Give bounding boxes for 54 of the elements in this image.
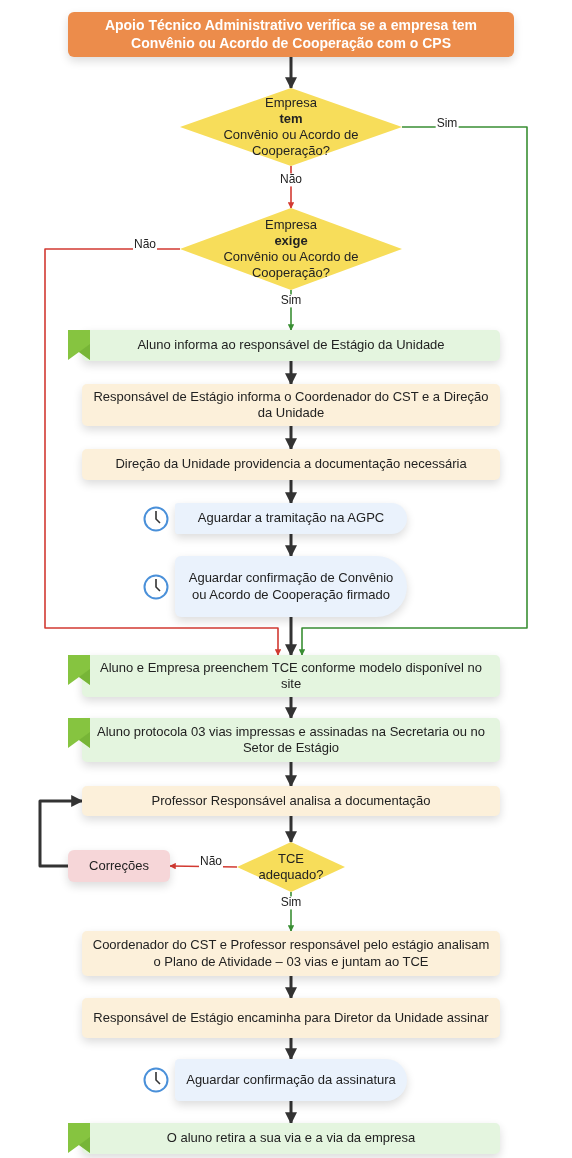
node-text: Coordenador do CST e Professor responsável pelo estágio analisam o Plano de Atividade – 03 vias e juntam ao TCE bbox=[92, 937, 490, 970]
node-text: Aguardar confirmação de Convênio ou Acordo de Cooperação firmado bbox=[187, 570, 395, 603]
edge-label: Não bbox=[133, 238, 157, 252]
arrow bbox=[285, 1101, 297, 1125]
correction-box bbox=[68, 850, 170, 882]
node-text: Correções bbox=[89, 857, 149, 875]
node-text: Responsável de Estágio informa o Coordenador do CST e a Direção da Unidade bbox=[92, 388, 490, 422]
node-text: Aguardar confirmação da assinatura bbox=[186, 1071, 396, 1089]
arrow bbox=[285, 361, 297, 386]
node-text: Aluno informa ao responsável de Estágio da Unidade bbox=[137, 337, 445, 354]
edge-label: Não bbox=[279, 173, 303, 187]
node-text: Empresa bbox=[265, 216, 317, 233]
arrow bbox=[285, 1038, 297, 1061]
node-text: Aguardar a tramitação na AGPC bbox=[197, 510, 385, 527]
arrow bbox=[285, 617, 297, 657]
header-box bbox=[68, 12, 514, 57]
arrow bbox=[285, 762, 297, 788]
arrow bbox=[287, 289, 295, 331]
node-text: Professor Responsável analisa a documentação bbox=[151, 792, 431, 810]
decision-diamond bbox=[237, 842, 345, 892]
decision-diamond bbox=[180, 208, 402, 290]
edge-label: Sim bbox=[435, 117, 459, 131]
node-text: Apoio Técnico Administrativo verifica se a empresa tem Convênio ou Acordo de Cooperação com o CPS bbox=[103, 17, 479, 52]
process-box bbox=[82, 449, 500, 480]
node-text: Aluno e Empresa preenchem TCE conforme modelo disponível no site bbox=[99, 659, 483, 693]
node-text: exige bbox=[274, 232, 308, 249]
process-box bbox=[82, 384, 500, 426]
node-text: tem bbox=[279, 110, 303, 127]
arrow bbox=[285, 534, 297, 558]
arrow bbox=[298, 126, 528, 656]
node-text: Empresa bbox=[265, 94, 317, 111]
node-text: Direção da Unidade providencia a documentação necessária bbox=[115, 456, 467, 473]
node-text: Aluno protocola 03 vias impressas e assinadas na Secretaria ou no Setor de Estágio bbox=[95, 723, 487, 757]
node-text: TCE adequado? bbox=[257, 850, 325, 884]
process-box bbox=[82, 998, 500, 1038]
arrow bbox=[285, 697, 297, 720]
arrow bbox=[285, 480, 297, 505]
process-box bbox=[82, 786, 500, 816]
process-box bbox=[82, 931, 500, 976]
arrow bbox=[285, 426, 297, 451]
arrow bbox=[287, 891, 295, 932]
arrow bbox=[285, 57, 297, 90]
node-text: O aluno retira a sua via e a via da empresa bbox=[166, 1130, 416, 1147]
arrow bbox=[285, 816, 297, 844]
node-text: Responsável de Estágio encaminha para Diretor da Unidade assinar bbox=[93, 1009, 489, 1027]
node-text: Convênio ou Acordo de Cooperação? bbox=[222, 127, 360, 160]
edge-label: Sim bbox=[279, 294, 303, 308]
arrow bbox=[38, 795, 84, 868]
arrow bbox=[44, 248, 282, 656]
decision-diamond bbox=[180, 88, 402, 166]
arrow bbox=[285, 976, 297, 1000]
node-text: Convênio ou Acordo de Cooperação? bbox=[222, 249, 360, 282]
edge-label: Não bbox=[199, 855, 223, 869]
edge-label: Sim bbox=[279, 896, 303, 910]
